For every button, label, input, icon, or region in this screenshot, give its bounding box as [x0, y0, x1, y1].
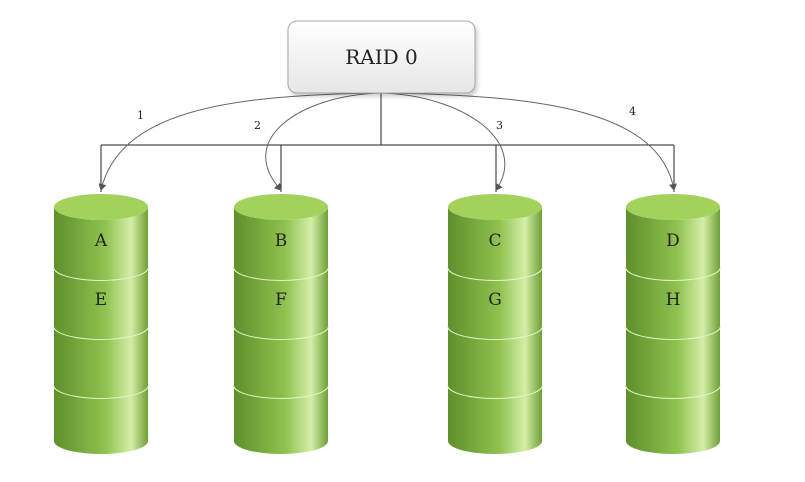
disk-3-block-2: G: [488, 290, 502, 310]
sequence-label-4: 4: [629, 105, 636, 118]
disk-4-segment-3: [626, 326, 720, 398]
disk-1-segment-1: [54, 207, 148, 280]
disk-4-segment-2: [626, 267, 720, 339]
sequence-arrow-3: [380, 92, 506, 191]
disk-3-segment-1: [448, 207, 542, 280]
disk-4-segment-1: [626, 207, 720, 280]
disk-2-segment-3: [234, 326, 328, 398]
disk-1-block-1: A: [94, 231, 108, 251]
disk-1-segment-3: [54, 326, 148, 398]
disk-4-segment-4: [626, 385, 720, 454]
sequence-arrows: [98, 92, 677, 191]
disk-4-block-2: H: [666, 290, 681, 310]
disk-2-top: [234, 194, 328, 220]
raid-title: RAID 0: [345, 45, 418, 69]
sequence-arrow-2: [265, 92, 382, 191]
disk-2-segment-1: [234, 207, 328, 280]
disk-1-block-2: E: [95, 290, 107, 310]
connector-lines: [100, 93, 675, 192]
disk-3: CG: [447, 194, 543, 454]
disk-3-segment-2: [448, 267, 542, 339]
disk-2-segment-4: [234, 385, 328, 454]
disk-1: AE: [53, 194, 149, 454]
disk-2-block-1: B: [275, 231, 288, 251]
disk-2-block-2: F: [275, 290, 287, 310]
disk-4-block-1: D: [666, 231, 680, 251]
disk-1-segment-2: [54, 267, 148, 339]
disk-1-top: [54, 194, 148, 220]
title-box-background: [287, 20, 476, 94]
disk-1-segment-4: [54, 385, 148, 454]
disk-4: DH: [625, 194, 721, 454]
disk-2-segment-2: [234, 267, 328, 339]
raid-title-box: RAID 0: [287, 20, 476, 94]
sequence-label-3: 3: [496, 119, 503, 132]
disk-4-top: [626, 194, 720, 220]
sequence-label-2: 2: [254, 119, 261, 132]
sequence-arrow-4: [380, 92, 677, 191]
sequence-arrow-1: [98, 92, 382, 191]
disk-3-block-1: C: [488, 231, 501, 251]
disk-2: BF: [233, 194, 329, 454]
disk-3-segment-3: [448, 326, 542, 398]
disk-3-segment-4: [448, 385, 542, 454]
disk-3-top: [448, 194, 542, 220]
sequence-label-1: 1: [137, 109, 144, 122]
